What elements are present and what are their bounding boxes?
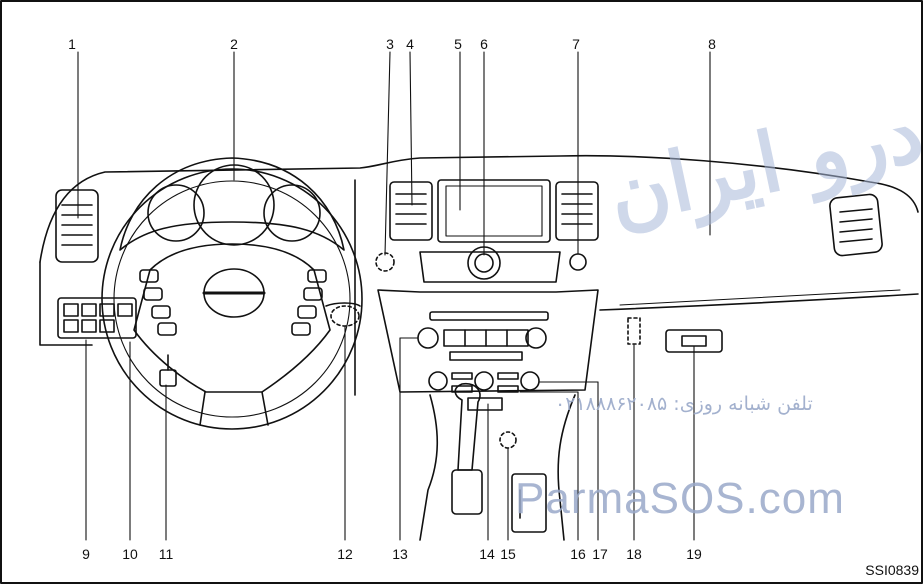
display-screen <box>445 185 543 237</box>
callout-13: 13 <box>392 546 408 562</box>
hood-release <box>159 369 177 387</box>
callout-5: 5 <box>454 36 462 52</box>
center-vent-left <box>389 181 433 241</box>
center-vent-right <box>555 181 599 241</box>
callout-6: 6 <box>480 36 488 52</box>
callout-2: 2 <box>230 36 238 52</box>
callout-8: 8 <box>708 36 716 52</box>
callout-17: 17 <box>592 546 608 562</box>
callout-1: 1 <box>68 36 76 52</box>
climate-knob-left <box>428 371 448 391</box>
center-stack <box>377 289 599 393</box>
callout-3: 3 <box>386 36 394 52</box>
callout-12: 12 <box>337 546 353 562</box>
passenger-vent <box>829 193 883 257</box>
callout-11: 11 <box>158 546 174 562</box>
wiper-lever <box>325 302 361 307</box>
passenger-dash-lower <box>599 293 919 311</box>
hazard-switch-area <box>375 252 395 272</box>
left-vent <box>55 189 99 263</box>
center-console <box>419 394 576 541</box>
callout-16: 16 <box>570 546 586 562</box>
callout-9: 9 <box>82 546 90 562</box>
watermark-site: ParmaSOS.com <box>515 474 845 523</box>
callout-19: 19 <box>686 546 702 562</box>
watermark-phone: تلفن شبانه روزی: ۰۲۱۸۸۸۶۲۰۸۵ <box>555 393 813 415</box>
callout-15: 15 <box>500 546 516 562</box>
gear-shifter <box>454 382 481 471</box>
figure-code: SSI0839 <box>865 562 919 578</box>
callout-14: 14 <box>479 546 495 562</box>
callout-18: 18 <box>626 546 642 562</box>
callout-4: 4 <box>406 36 414 52</box>
steering-wheel-outer <box>101 168 363 430</box>
steering-hub <box>133 243 331 393</box>
dashboard-top-outline <box>39 154 919 263</box>
left-switch-panel <box>57 297 137 339</box>
callout-7: 7 <box>572 36 580 52</box>
audio-knob-left <box>417 327 439 349</box>
callout-10: 10 <box>122 546 138 562</box>
dashboard-lower-edge <box>39 261 93 346</box>
display-bezel <box>437 179 551 243</box>
